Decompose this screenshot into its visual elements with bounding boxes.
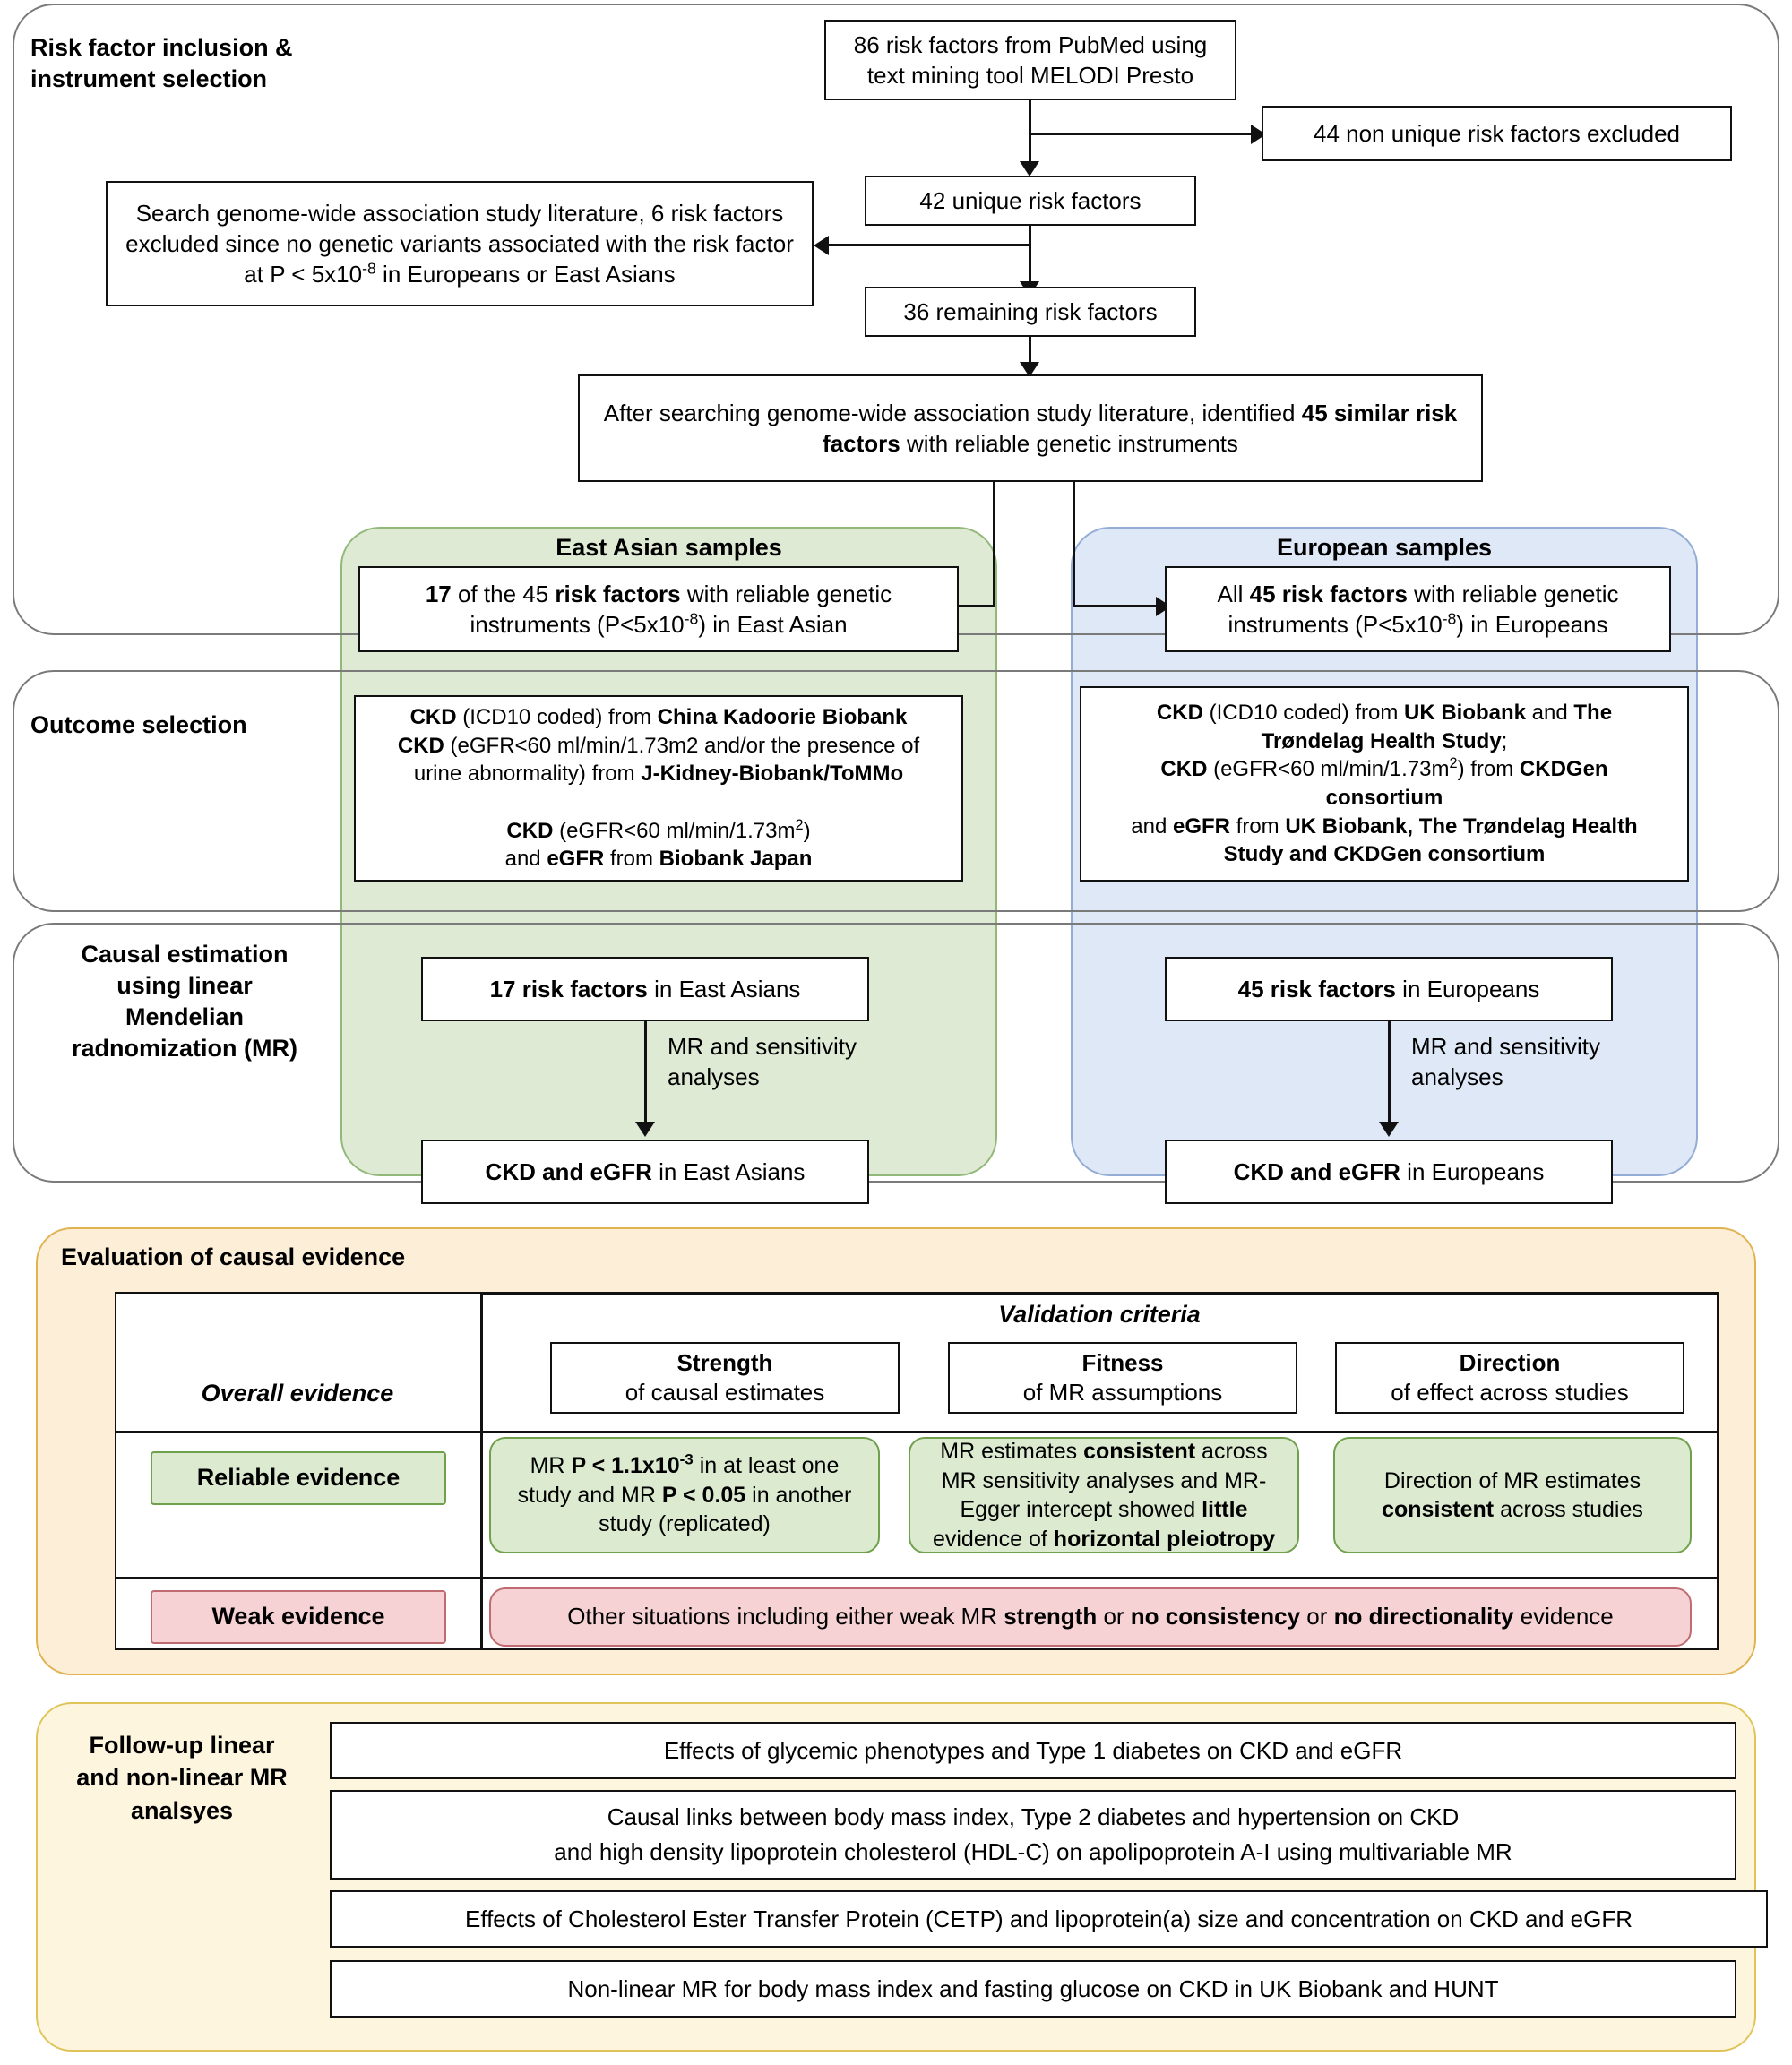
box-east-asian-outcomes: CKD (ICD10 coded) from China Kadoorie Bi… [354,695,963,882]
box-unique-risk-factors: 42 unique risk factors [865,176,1196,226]
validation-criteria-underline [480,1292,1719,1295]
criteria-strength-bold: Strength [676,1348,773,1376]
arrow-european-mr [1379,1122,1399,1137]
box-east-asian-risk-factors: 17 risk factors in East Asians [421,957,869,1021]
stage-outcome-selection [13,670,1779,912]
box-european-risk-factors: 45 risk factors in Europeans [1165,957,1613,1021]
stage-label-causal: Causal estimation using linear Mendelian… [72,941,297,1063]
cell-reliable-fitness: MR estimates consistent across MR sensit… [909,1437,1299,1553]
connector-unique-to-gwas-excl [829,244,1031,246]
box-remaining-risk-factors: 36 remaining risk factors [865,287,1196,337]
box-european-outcomes-text: CKD (ICD10 coded) from UK Biobank and Th… [1131,700,1638,867]
box-east-asian-result-text: CKD and eGFR in East Asians [485,1157,806,1185]
criteria-head-strength: Strength of causal estimates [550,1342,900,1414]
criteria-head-fitness: Fitness of MR assumptions [948,1342,1297,1414]
evaluation-table-col-divider [480,1292,483,1650]
criteria-direction-bold: Direction [1459,1348,1561,1376]
box-identified-text: After searching genome-wide association … [603,399,1458,457]
evaluation-table-header-divider [115,1431,1719,1433]
stage-label-inclusion: Risk factor inclusion & instrument selec… [30,34,293,93]
cell-reliable-fitness-text: MR estimates consistent across MR sensit… [932,1439,1276,1552]
cell-reliable-strength: MR P < 1.1x10-3 in at least one study an… [489,1437,880,1553]
followup-item-2: Causal links between body mass index, Ty… [330,1790,1736,1880]
overall-evidence-title: Overall evidence [201,1380,394,1407]
box-gwas-exclusion-text: Search genome-wide association study lit… [125,199,794,288]
arrow-source-to-unique [1020,161,1039,176]
box-european-result-text: CKD and eGFR in Europeans [1233,1157,1545,1185]
box-remaining-text: 36 remaining risk factors [903,297,1158,325]
connector-split-to-european [1073,605,1159,607]
stage-label-evaluation: Evaluation of causal evidence [61,1243,406,1270]
arrow-remaining-to-identified [1020,362,1039,377]
connector-remaining-down [1029,337,1031,367]
stage-causal-estimation [13,923,1779,1183]
box-european-result: CKD and eGFR in Europeans [1165,1140,1613,1204]
cell-reliable-direction: Direction of MR estimates consistent acr… [1333,1437,1692,1553]
connector-source-to-excluded [1029,133,1253,135]
tag-weak-evidence: Weak evidence [151,1590,446,1644]
followup-item-3: Effects of Cholesterol Ester Transfer Pr… [330,1890,1768,1948]
box-excluded-non-unique: 44 non unique risk factors excluded [1262,106,1732,161]
criteria-fitness-rest: of MR assumptions [1022,1379,1223,1406]
box-east-asian-instruments-text: 17 of the 45 risk factors with reliable … [425,580,892,638]
connector-east-asian-mr [644,1021,647,1129]
followup-item-1: Effects of glycemic phenotypes and Type … [330,1722,1736,1779]
panel-title-european: European samples [1276,534,1493,561]
connector-european-mr [1388,1021,1391,1129]
box-source-text: 86 risk factors from PubMed using text m… [853,30,1208,89]
arrow-east-asian-mr [635,1122,655,1137]
box-european-rf-text: 45 risk factors in Europeans [1237,975,1540,1002]
criteria-head-direction-text: Direction of effect across studies [1391,1348,1628,1408]
box-excluded-non-unique-text: 44 non unique risk factors excluded [1313,119,1681,147]
box-east-asian-result: CKD and eGFR in East Asians [421,1140,869,1204]
cell-weak-span: Other situations including either weak M… [489,1587,1692,1647]
criteria-direction-rest: of effect across studies [1391,1379,1629,1406]
criteria-fitness-bold: Fitness [1081,1348,1164,1376]
followup-item-4: Non-linear MR for body mass index and fa… [330,1960,1736,2018]
cell-reliable-strength-text: MR P < 1.1x10-3 in at least one study an… [517,1450,852,1537]
box-east-asian-outcomes-text: CKD (ICD10 coded) from China Kadoorie Bi… [397,704,920,872]
connector-unique-down [1029,226,1031,288]
connector-identified-down [993,482,995,607]
followup-item-2-text: Causal links between body mass index, Ty… [554,1803,1512,1865]
box-european-instruments-text: All 45 risk factors with reliable geneti… [1217,580,1619,638]
connector-identified-down-right [1073,482,1075,607]
stage-label-followup: Follow-up linear and non-linear MR anals… [76,1732,288,1824]
criteria-head-fitness-text: Fitness of MR assumptions [1023,1348,1223,1408]
box-european-instruments: All 45 risk factors with reliable geneti… [1165,566,1671,652]
box-european-outcomes: CKD (ICD10 coded) from UK Biobank and Th… [1080,686,1689,882]
evaluation-table-row-divider [115,1577,1719,1579]
validation-criteria-title: Validation criteria [998,1301,1201,1328]
tag-reliable-evidence: Reliable evidence [151,1451,446,1505]
criteria-head-direction: Direction of effect across studies [1335,1342,1684,1414]
cell-reliable-direction-text: Direction of MR estimates consistent acr… [1382,1467,1643,1523]
stage-label-outcome: Outcome selection [30,711,247,738]
criteria-head-strength-text: Strength of causal estimates [625,1348,825,1408]
box-identified-45: After searching genome-wide association … [578,374,1483,482]
box-east-asian-rf-text: 17 risk factors in East Asians [489,975,801,1002]
cell-weak-span-text: Other situations including either weak M… [567,1603,1614,1630]
arrow-to-gwas-exclusion [814,236,829,255]
box-east-asian-instruments: 17 of the 45 risk factors with reliable … [358,566,959,652]
box-source-risk-factors: 86 risk factors from PubMed using text m… [824,20,1236,100]
criteria-strength-rest: of causal estimates [625,1379,825,1406]
panel-title-east-asian: East Asian samples [556,534,782,561]
box-gwas-exclusion: Search genome-wide association study lit… [106,181,814,306]
box-unique-text: 42 unique risk factors [919,186,1142,214]
